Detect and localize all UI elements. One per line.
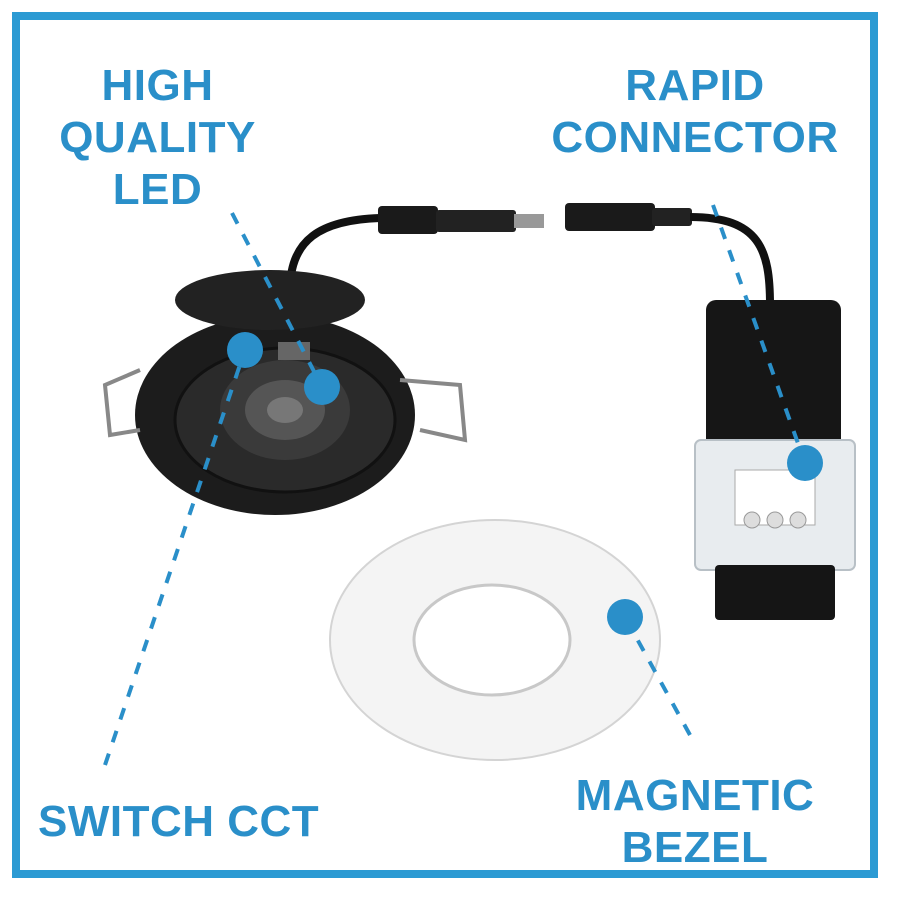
label-magnetic-bezel: MAGNETIC BEZEL	[555, 770, 835, 874]
leader-lines	[103, 204, 807, 766]
label-line: QUALITY	[59, 113, 256, 162]
label-line: BEZEL	[621, 823, 769, 872]
cct-switch	[278, 342, 310, 360]
label-line: SWITCH CCT	[38, 797, 320, 846]
male-plug-sleeve	[436, 210, 516, 232]
junction-box-body	[706, 300, 841, 455]
label-rapid-connector: RAPID CONNECTOR	[540, 60, 850, 164]
male-plug-body	[378, 206, 438, 234]
label-line: MAGNETIC	[575, 771, 815, 820]
spring-clip-right	[399, 378, 468, 443]
label-switch-cct: SWITCH CCT	[38, 796, 343, 848]
male-plug-tip	[514, 214, 544, 228]
label-line: LED	[112, 165, 203, 214]
female-plug	[565, 203, 655, 231]
label-line: CONNECTOR	[551, 113, 839, 162]
junction-box-base	[715, 565, 835, 620]
marker-connector	[787, 445, 823, 481]
marker-led	[304, 369, 340, 405]
marker-switch-cct	[227, 332, 263, 368]
label-high-quality-led: HIGH QUALITY LED	[40, 60, 275, 216]
marker-bezel	[607, 599, 643, 635]
label-line: HIGH	[101, 61, 214, 110]
leader-led	[230, 212, 324, 388]
label-line: RAPID	[625, 61, 765, 110]
cable-right	[689, 213, 774, 306]
frame-border	[12, 12, 878, 878]
leader-switch-cct	[103, 349, 247, 766]
spring-clip-left	[102, 368, 141, 438]
